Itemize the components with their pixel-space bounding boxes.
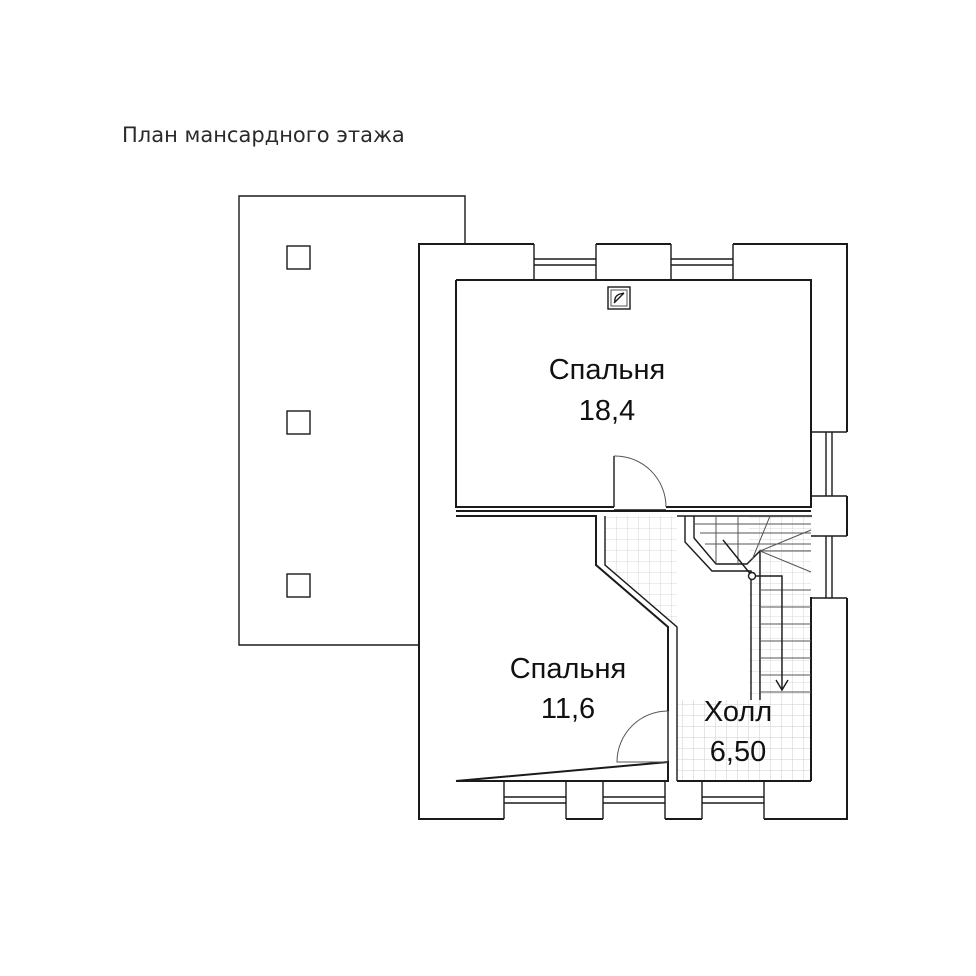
room-area-hall: 6,50 xyxy=(710,736,766,768)
room-area-bedroom-large: 18,4 xyxy=(579,395,635,427)
roof-outline xyxy=(238,195,466,646)
vent-icon-1 xyxy=(286,245,311,270)
vent-icon-2 xyxy=(286,410,311,435)
room-name-bedroom-small: Спальня xyxy=(510,653,627,685)
plan-title: План мансардного этажа xyxy=(122,123,405,147)
right-windows xyxy=(811,431,848,599)
room-labels: Спальня 18,4 Спальня 11,6 Холл 6,50 xyxy=(510,354,772,768)
staircase xyxy=(684,515,812,700)
vent-icon-3 xyxy=(286,573,311,598)
room-name-bedroom-large: Спальня xyxy=(549,354,666,386)
roof-vents xyxy=(286,245,311,598)
partition-walls xyxy=(456,510,812,782)
room-name-hall: Холл xyxy=(704,696,772,728)
bedroom-small xyxy=(455,515,678,782)
ventilation-icon xyxy=(607,286,631,310)
top-windows xyxy=(533,243,734,280)
room-area-bedroom-small: 11,6 xyxy=(541,693,595,725)
bottom-windows xyxy=(503,782,765,820)
